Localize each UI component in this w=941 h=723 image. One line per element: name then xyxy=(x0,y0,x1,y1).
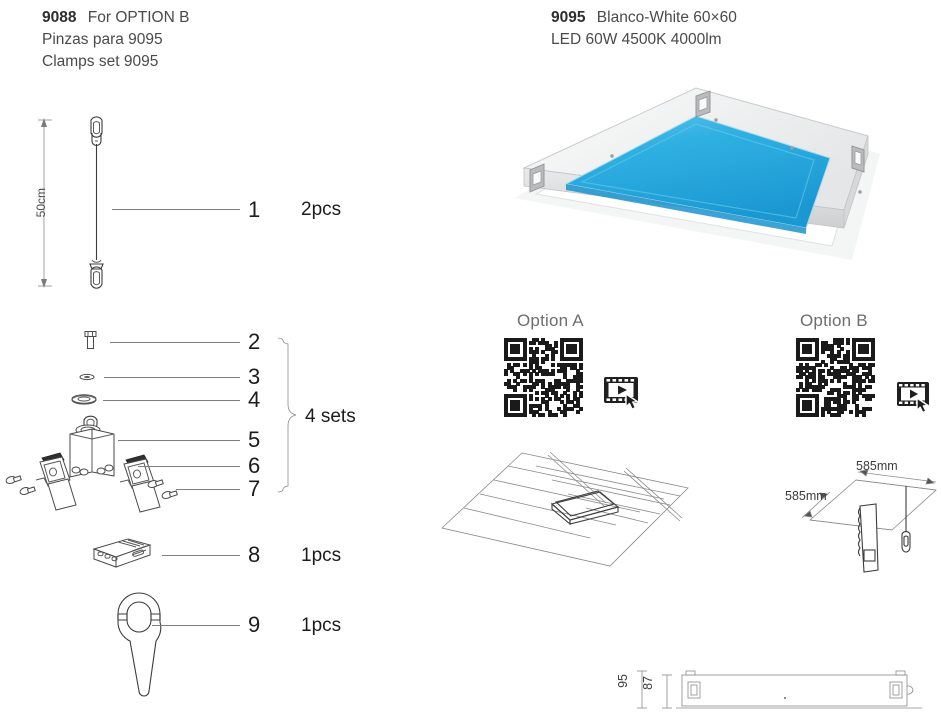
clamp-screw-left-drawing xyxy=(4,473,38,501)
right-header-line1: 9095 Blanco-White 60×60 xyxy=(551,7,737,28)
leader-line-9 xyxy=(152,625,240,626)
part-number-6: 6 xyxy=(248,453,261,478)
leader-line-2 xyxy=(110,342,240,343)
cable-assembly-drawing xyxy=(34,108,164,298)
part-number-1: 1 xyxy=(248,197,261,222)
right-header-title: Blanco-White 60×60 xyxy=(596,9,737,26)
parts-group-brace xyxy=(276,336,306,494)
left-header-title: For OPTION B xyxy=(87,9,190,26)
part-number-9: 9 xyxy=(248,612,261,637)
left-header-line2: Pinzas para 9095 xyxy=(42,31,163,48)
terminal-block-drawing xyxy=(88,533,158,575)
option-a-video-play-click-icon[interactable] xyxy=(603,375,645,413)
part-number-2: 2 xyxy=(248,329,261,354)
leader-line-8 xyxy=(162,555,240,556)
part-qty-8: 1pcs xyxy=(301,545,342,566)
option-b-depth-dimension: 585mm xyxy=(785,489,827,503)
part-number-5: 5 xyxy=(248,427,261,452)
left-product-code: 9088 xyxy=(42,9,77,26)
leader-line-6 xyxy=(138,466,240,467)
section-height-outer: 95 xyxy=(616,674,630,688)
large-washer-drawing xyxy=(70,392,100,406)
leader-line-4 xyxy=(103,400,240,401)
part-number-7: 7 xyxy=(248,476,261,501)
option-a-ceiling-grid-drawing xyxy=(440,444,690,574)
part-qty-9: 1pcs xyxy=(301,615,342,636)
cable-length-dimension: 50cm xyxy=(34,188,48,218)
part-number-4: 4 xyxy=(248,387,261,412)
option-a-qr-code[interactable] xyxy=(504,338,583,417)
wrench-drawing xyxy=(100,586,190,706)
section-height-inner: 87 xyxy=(641,676,655,690)
parts-group-label: 4 sets xyxy=(305,406,356,427)
option-b-video-play-click-icon[interactable] xyxy=(896,380,938,416)
panel-section-view-drawing xyxy=(610,662,930,720)
part-number-8: 8 xyxy=(248,542,261,567)
leader-line-5 xyxy=(118,440,240,441)
left-header-line3: Clamps set 9095 xyxy=(42,53,159,70)
option-b-width-dimension: 585mm xyxy=(856,459,898,473)
option-b-label: Option B xyxy=(800,311,868,330)
option-b-panel-drawing xyxy=(768,446,941,576)
bolt-screw-drawing xyxy=(80,330,104,352)
left-header-line1: 9088 For OPTION B xyxy=(42,7,189,28)
leader-line-1 xyxy=(112,209,240,210)
leader-line-7 xyxy=(176,489,240,490)
part-number-3: 3 xyxy=(248,364,261,389)
option-b-qr-code[interactable] xyxy=(796,338,875,417)
small-washer-drawing xyxy=(78,372,100,382)
gripper-body-drawing xyxy=(58,408,130,486)
part-qty-1: 2pcs xyxy=(301,199,342,220)
clamp-screw-right-drawing xyxy=(146,477,180,505)
right-product-code: 9095 xyxy=(551,9,586,26)
led-panel-product-image xyxy=(500,87,940,283)
right-header-line2: LED 60W 4500K 4000lm xyxy=(551,31,722,48)
leader-line-3 xyxy=(104,377,240,378)
option-a-label: Option A xyxy=(517,311,584,330)
clamp-bracket-left-drawing xyxy=(24,450,90,512)
